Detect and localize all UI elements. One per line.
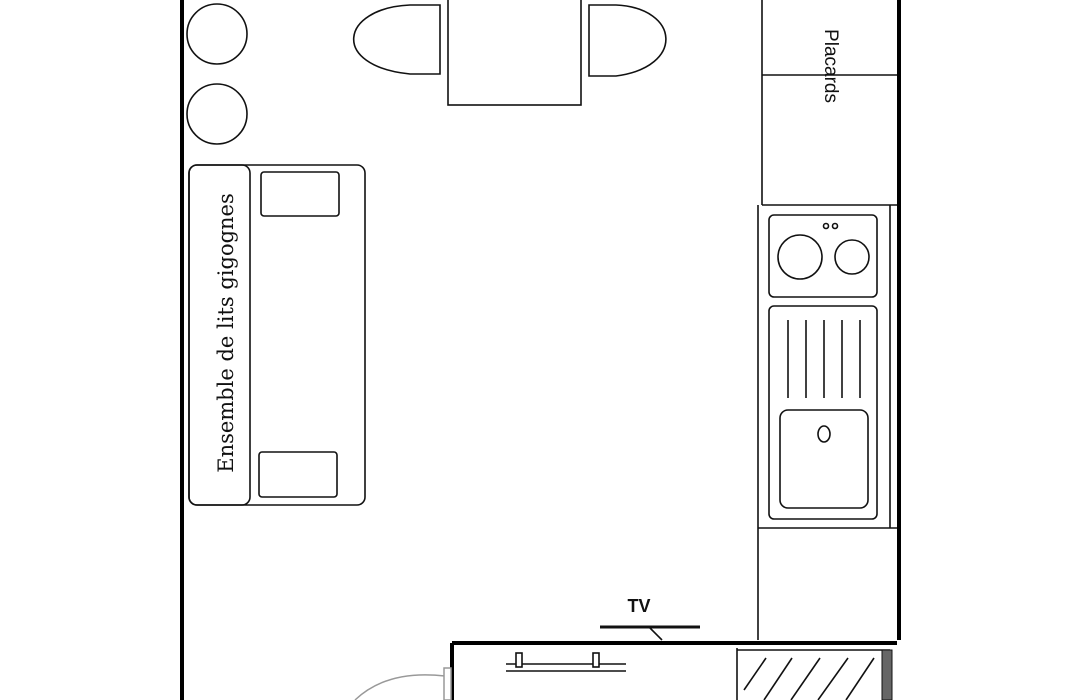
sink-basin (779, 409, 869, 509)
door-leaf (443, 667, 452, 700)
shower-glass-panel (881, 649, 893, 700)
cooktop (768, 214, 878, 298)
closets-label: Placards (820, 29, 841, 103)
chair-left (352, 4, 441, 75)
stool-top (186, 3, 248, 65)
closets: Placards (761, 0, 897, 206)
sink-drain (817, 425, 831, 443)
shower-tray-hatching (743, 657, 875, 700)
towel-rail-bracket-left (515, 652, 523, 668)
sink (768, 305, 878, 520)
kitchen-counter (757, 205, 897, 640)
dining-table-set (352, 0, 667, 106)
towel-rail (506, 652, 626, 672)
burner-large (777, 234, 823, 280)
sink-frame (768, 305, 878, 520)
tv: TV (600, 596, 700, 641)
dining-table (447, 0, 582, 106)
towel-rail-bracket-right (592, 652, 600, 668)
chair-right (588, 4, 667, 77)
knob-left (822, 222, 830, 230)
stools (186, 3, 248, 145)
pillow-bottom (258, 451, 338, 498)
drainboard (787, 320, 861, 398)
entry-door (354, 667, 452, 700)
tv-label: TV (627, 596, 650, 616)
burner-small (834, 239, 870, 275)
stool-bottom (186, 83, 248, 145)
cooktop-frame (768, 214, 878, 298)
bed-headboard (188, 164, 251, 506)
knob-right (831, 222, 839, 230)
tv-stand (649, 627, 663, 641)
exterior-walls (180, 0, 901, 700)
pillow-top (260, 171, 340, 217)
bunk-beds-label: Ensemble de lits gigognes (214, 193, 238, 473)
door-swing-arc (354, 674, 446, 700)
bunk-bed-set: Ensemble de lits gigognes (188, 164, 366, 506)
shower (736, 648, 893, 700)
